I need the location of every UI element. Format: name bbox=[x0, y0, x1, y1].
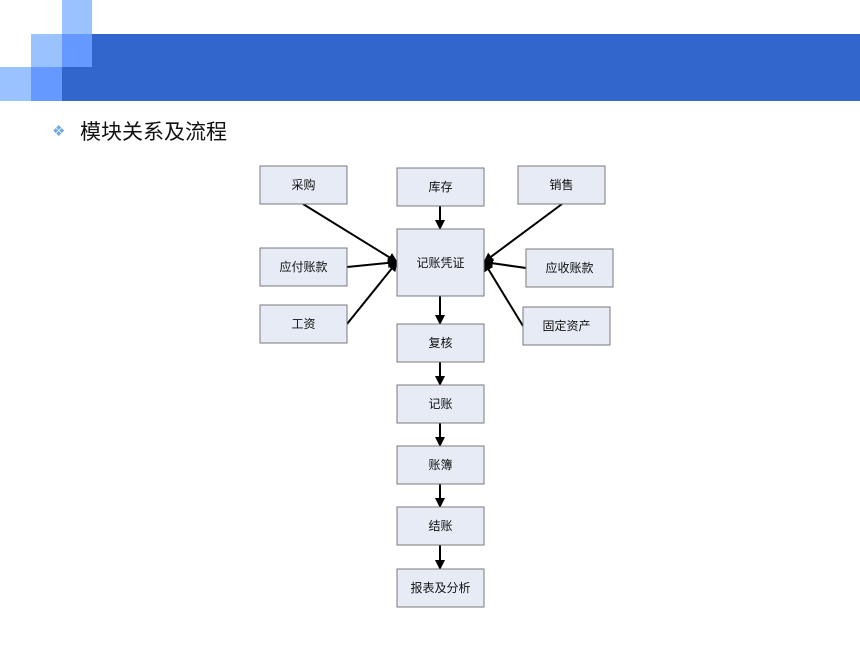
node-label-procurement: 采购 bbox=[291, 177, 315, 192]
node-label-fixed-assets: 固定资产 bbox=[542, 318, 590, 333]
node-label-inventory: 库存 bbox=[428, 179, 452, 194]
edge-layer bbox=[302, 203, 563, 570]
node-box-accounts-receivable bbox=[525, 248, 614, 288]
edge-accounts-receivable-to-voucher-entry bbox=[483, 258, 527, 269]
node-label-voucher-entry: 记账凭证 bbox=[416, 255, 464, 270]
node-label-accounts-payable: 应付账款 bbox=[279, 259, 327, 274]
node-accounts-receivable: 应收账款 bbox=[525, 248, 614, 288]
node-reports: 报表及分析 bbox=[396, 568, 485, 608]
node-box-accounts-payable bbox=[259, 247, 348, 287]
node-label-sales: 销售 bbox=[549, 177, 573, 192]
node-box-fixed-assets bbox=[522, 306, 611, 346]
node-box-voucher-entry bbox=[396, 228, 485, 297]
node-review: 复核 bbox=[396, 323, 485, 363]
node-box-procurement bbox=[259, 165, 348, 205]
node-label-reports: 报表及分析 bbox=[410, 580, 470, 595]
edge-accounts-payable-to-voucher-entry bbox=[346, 257, 398, 268]
node-box-sales bbox=[517, 165, 606, 205]
node-closing: 结账 bbox=[396, 506, 485, 546]
node-box-review bbox=[396, 323, 485, 363]
node-box-ledger bbox=[396, 445, 485, 485]
node-box-inventory bbox=[396, 167, 485, 207]
edge-fixed-assets-to-voucher-entry bbox=[483, 261, 524, 327]
diamond-cluster-icon: ❖ bbox=[52, 122, 66, 140]
edge-sales-to-voucher-entry bbox=[483, 203, 563, 263]
node-fixed-assets: 固定资产 bbox=[522, 306, 611, 346]
node-sales: 销售 bbox=[517, 165, 606, 205]
decor-square-left bbox=[31, 34, 62, 67]
node-accounts-payable: 应付账款 bbox=[259, 247, 348, 287]
node-label-closing: 结账 bbox=[428, 519, 452, 533]
decor-square-center bbox=[62, 34, 92, 67]
node-box-payroll bbox=[259, 304, 348, 344]
node-ledger: 账簿 bbox=[396, 445, 485, 485]
node-label-posting: 记账 bbox=[428, 397, 452, 411]
slide-heading: 模块关系及流程 bbox=[80, 120, 227, 144]
node-inventory: 库存 bbox=[396, 167, 485, 207]
node-label-payroll: 工资 bbox=[291, 317, 315, 331]
node-payroll: 工资 bbox=[259, 304, 348, 344]
edge-payroll-to-voucher-entry bbox=[346, 261, 398, 325]
decor-square-bottom bbox=[31, 67, 62, 101]
header-banner bbox=[62, 34, 860, 101]
node-box-closing bbox=[396, 506, 485, 546]
node-procurement: 采购 bbox=[259, 165, 348, 205]
node-box-reports bbox=[396, 568, 485, 608]
bullet-heading: ❖ 模块关系及流程 bbox=[52, 116, 227, 146]
node-posting: 记账 bbox=[396, 384, 485, 424]
decor-square-bottom-left bbox=[0, 67, 31, 101]
node-label-ledger: 账簿 bbox=[428, 457, 452, 472]
node-label-review: 复核 bbox=[428, 336, 452, 350]
edge-procurement-to-voucher-entry bbox=[302, 203, 398, 263]
node-label-accounts-receivable: 应收账款 bbox=[545, 260, 593, 275]
node-box-posting bbox=[396, 384, 485, 424]
node-voucher-entry: 记账凭证 bbox=[396, 228, 485, 297]
decor-square-top bbox=[62, 0, 92, 34]
